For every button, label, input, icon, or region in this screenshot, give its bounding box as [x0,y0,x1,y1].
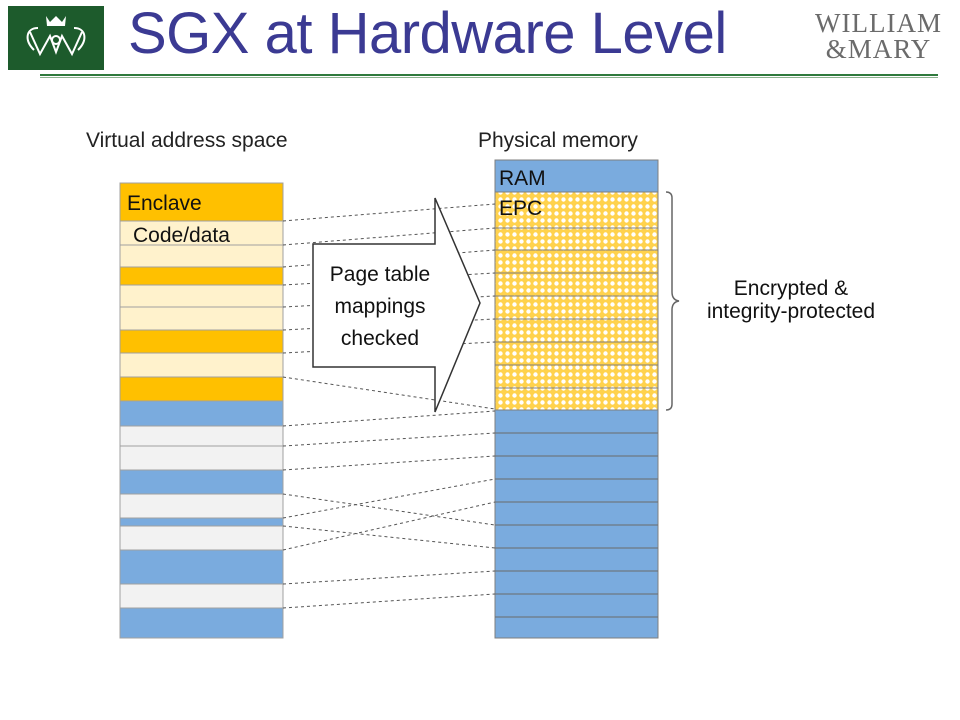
enclave-page [119,284,284,308]
virtual-address-space-column [119,182,284,639]
normal-page [119,525,284,551]
encrypted-label-line-2: integrity-protected [707,300,875,323]
ram-header-block [494,159,659,193]
encrypted-label-line-1: Encrypted & [734,277,848,300]
normal-page [119,607,284,639]
enclave-page [119,329,284,354]
epc-page-dividers [495,227,658,389]
ram-label: RAM [499,167,546,190]
wm-cypher-logo-icon [26,16,86,57]
page-table-check-arrow [312,197,481,413]
epc-label: EPC [499,197,542,220]
normal-page [119,445,284,471]
enclave-page [119,306,284,331]
normal-page [119,549,284,585]
ram-page-dividers [495,432,658,618]
enclave-page [119,266,284,286]
enclave-page [119,244,284,268]
virtual-address-space-header: Virtual address space [86,129,288,152]
normal-page [119,469,284,495]
brand-line-2: &MARY [825,34,932,64]
wm-logo [8,6,104,70]
enclave-block [119,182,284,222]
title-underline-thin [40,77,938,78]
enclave-label: Enclave [127,192,202,215]
normal-page [119,400,284,427]
william-mary-wordmark: WILLIAM &MARY [815,8,942,64]
callout-line-1: Page table [330,263,430,286]
normal-ram-region [494,409,659,639]
slide-title: SGX at Hardware Level [128,1,727,66]
normal-page [119,583,284,609]
callout-line-2: mappings [334,295,425,318]
epc-region [494,191,659,411]
physical-memory-header: Physical memory [478,129,638,152]
enclave-page [119,376,284,402]
physical-memory-column [494,159,659,639]
code-data-page [119,220,284,246]
normal-page [119,493,284,519]
callout-line-3: checked [341,327,419,350]
code-data-label: Code/data [133,224,230,247]
enclave-page [119,352,284,378]
epc-brace [665,191,680,411]
title-underline [40,74,938,76]
normal-page [119,425,284,447]
normal-page [119,517,284,527]
brand-line-1: WILLIAM [815,8,942,38]
